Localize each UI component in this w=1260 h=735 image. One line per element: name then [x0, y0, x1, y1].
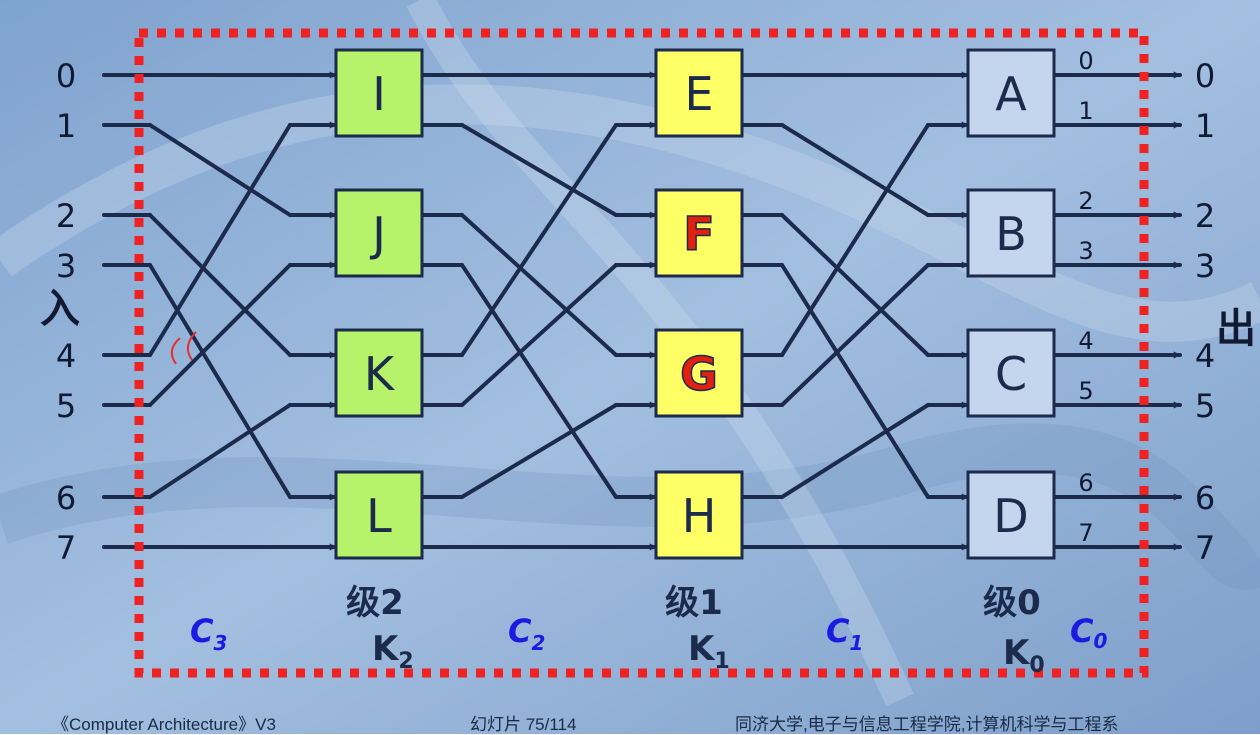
- output-port-label-0: 0: [1078, 47, 1093, 75]
- wire: [148, 213, 292, 357]
- switch-G: G: [654, 328, 744, 418]
- wire: [780, 123, 930, 357]
- input-label-6: 6: [56, 479, 76, 517]
- output-side-label: 出: [1216, 306, 1256, 352]
- wire: [148, 263, 292, 407]
- output-label-0: 0: [1195, 57, 1215, 95]
- output-port-label-5: 5: [1078, 377, 1093, 405]
- input-side-label: 入: [40, 286, 80, 332]
- wire: [780, 123, 930, 217]
- wire: [460, 403, 618, 499]
- switch-label: K: [364, 347, 396, 401]
- switch-label: E: [684, 67, 713, 121]
- output-label-3: 3: [1195, 247, 1215, 285]
- switch-label: J: [369, 207, 386, 261]
- connection-label-c2: C2: [508, 612, 545, 655]
- switch-label: G: [680, 347, 718, 401]
- switch-label: F: [683, 207, 714, 261]
- switch-C: C: [966, 328, 1056, 418]
- switch-A: A: [966, 48, 1056, 138]
- output-port-label-7: 7: [1078, 519, 1093, 547]
- wire: [780, 263, 930, 407]
- wire: [148, 123, 292, 357]
- output-label-6: 6: [1195, 479, 1215, 517]
- diagram-labels: 入 出 级2 K2 级1 K1 级0 K0 C3 C2 C1 C0 012345…: [40, 47, 1256, 678]
- wire: [780, 263, 930, 499]
- switch-label: H: [682, 489, 717, 543]
- input-label-4: 4: [56, 337, 76, 375]
- handwritten-mark: [170, 331, 197, 365]
- stage1-k-label: K1: [688, 629, 730, 674]
- stage2-k-label: K2: [372, 629, 414, 674]
- switch-label: D: [993, 489, 1028, 543]
- footer-left: 《Computer Architecture》V3: [52, 715, 276, 734]
- wire: [148, 403, 292, 499]
- switch-H: H: [654, 470, 744, 560]
- wire: [148, 123, 292, 217]
- wire: [780, 213, 930, 357]
- wire: [148, 263, 292, 499]
- stage1-title: 级1: [665, 583, 723, 623]
- switch-label: B: [995, 207, 1027, 261]
- switch-D: D: [966, 470, 1056, 560]
- output-port-label-4: 4: [1078, 327, 1093, 355]
- input-label-0: 0: [56, 57, 76, 95]
- switch-I: I: [334, 48, 424, 138]
- dashed-boundary: [134, 28, 1149, 678]
- interconnect-wires: [102, 71, 1182, 551]
- footer-center: 幻灯片 75/114: [470, 715, 577, 734]
- wire: [460, 263, 618, 499]
- switch-boxes: I J K L E F G H A B C D: [334, 48, 1056, 560]
- output-port-label-6: 6: [1078, 469, 1093, 497]
- switch-label: L: [366, 489, 392, 543]
- input-label-3: 3: [56, 247, 76, 285]
- output-port-label-2: 2: [1078, 187, 1093, 215]
- output-port-label-1: 1: [1078, 97, 1093, 125]
- wire: [780, 403, 930, 499]
- connection-label-c1: C1: [826, 612, 863, 655]
- connection-label-c3: C3: [190, 612, 227, 655]
- wire: [460, 263, 618, 407]
- input-label-7: 7: [56, 529, 76, 567]
- input-label-5: 5: [56, 387, 76, 425]
- switch-F: F: [654, 188, 744, 278]
- output-label-2: 2: [1195, 197, 1215, 235]
- switch-J: J: [334, 188, 424, 278]
- switch-L: L: [334, 470, 424, 560]
- switch-label: I: [372, 67, 386, 121]
- wire: [460, 123, 618, 217]
- input-label-1: 1: [56, 107, 76, 145]
- output-label-7: 7: [1195, 529, 1215, 567]
- input-label-2: 2: [56, 197, 76, 235]
- stage0-title: 级0: [983, 583, 1041, 623]
- wire: [460, 213, 618, 357]
- output-label-1: 1: [1195, 107, 1215, 145]
- output-label-5: 5: [1195, 387, 1215, 425]
- output-port-label-3: 3: [1078, 237, 1093, 265]
- wire: [460, 123, 618, 357]
- switch-label: C: [995, 347, 1027, 401]
- switch-B: B: [966, 188, 1056, 278]
- switch-E: E: [654, 48, 744, 138]
- stage2-title: 级2: [346, 583, 404, 623]
- footer-right: 同济大学,电子与信息工程学院,计算机科学与工程系: [735, 715, 1119, 734]
- output-label-4: 4: [1195, 337, 1215, 375]
- connection-label-c0: C0: [1070, 612, 1107, 653]
- stage0-k-label: K0: [1003, 633, 1045, 678]
- switch-label: A: [995, 67, 1027, 121]
- switch-K: K: [334, 328, 424, 418]
